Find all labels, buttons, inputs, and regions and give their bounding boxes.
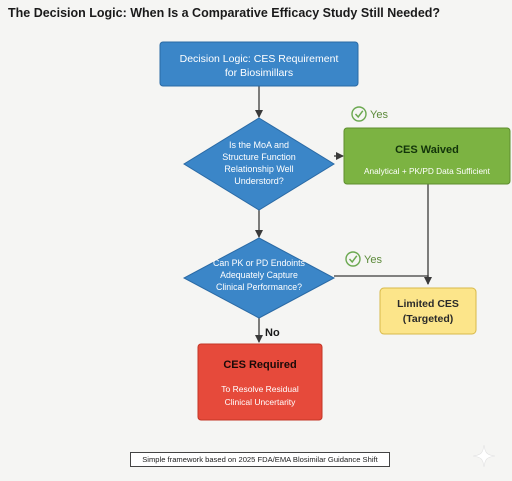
sparkle-icon — [472, 444, 496, 468]
decision-moa: Is the MoA and Structure Function Relati… — [183, 117, 335, 211]
yes-label-2: Yes — [345, 251, 382, 267]
arrow-q2-to-limited — [334, 275, 429, 284]
ces-waived-box: CES Waived Analytical + PK/PD Data Suffi… — [343, 127, 511, 185]
decision-pkpd: Can PK or PD Endoints Adequately Capture… — [182, 237, 336, 319]
no-label: No — [265, 327, 280, 339]
start-line1: Decision Logic: CES Requirement — [180, 53, 339, 65]
required-line2: Clinical Uncertarity — [225, 397, 297, 407]
q1-line1: Is the MoA and — [229, 140, 289, 150]
footnote: Simple framework based on 2025 FDA/EMA B… — [130, 452, 390, 467]
q1-line3: Relationship Well — [224, 164, 293, 174]
check-icon — [354, 110, 364, 119]
limited-ces-box: Limited CES (Targeted) — [379, 287, 477, 335]
required-line1: To Resolve Residual — [221, 384, 299, 394]
yes-1-text: Yes — [370, 109, 388, 121]
q1-line4: Understord? — [234, 176, 284, 186]
waived-sub: Analytical + PK/PD Data Sufficient — [364, 166, 491, 176]
start-box: Decision Logic: CES Requirement for Bios… — [159, 41, 359, 87]
q2-line3: Clinical Performance? — [216, 282, 302, 292]
diagram-title: The Decision Logic: When Is a Comparativ… — [8, 6, 441, 20]
yes-label-1: Yes — [351, 106, 388, 122]
required-title: CES Required — [223, 359, 296, 371]
q2-line1: Can PK or PD Endoints — [213, 258, 306, 268]
waived-title: CES Waived — [395, 144, 459, 156]
check-icon — [348, 255, 358, 264]
check-circle-icon — [345, 251, 361, 267]
start-line2: for Biosimillars — [225, 67, 293, 79]
check-circle-icon — [351, 106, 367, 122]
limited-line2: (Targeted) — [403, 313, 454, 325]
yes-2-text: Yes — [364, 254, 382, 266]
q1-line2: Structure Function — [222, 152, 296, 162]
limited-line1: Limited CES — [397, 298, 459, 310]
connectors — [255, 86, 432, 343]
q2-line2: Adequately Capture — [220, 270, 298, 280]
ces-required-box: CES Required To Resolve Residual Clinica… — [197, 343, 323, 421]
